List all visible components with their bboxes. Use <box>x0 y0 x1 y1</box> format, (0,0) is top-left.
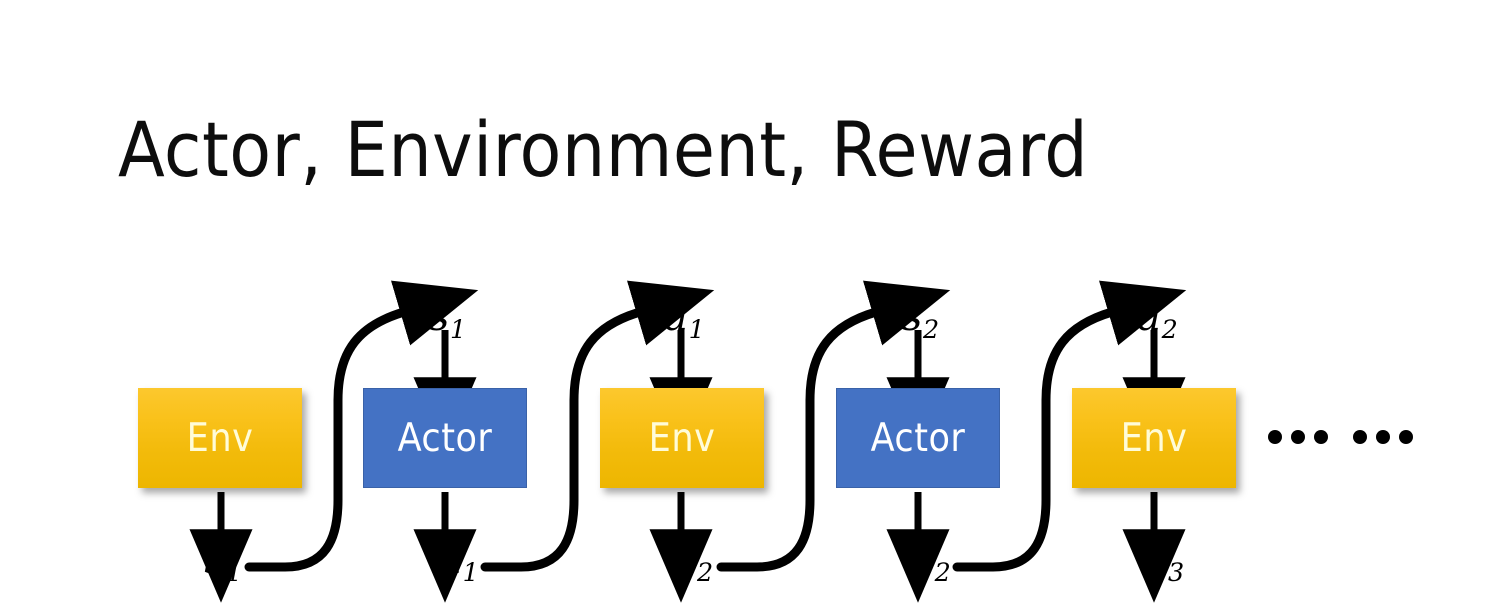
subscript: 1 <box>225 556 243 587</box>
subscript: 2 <box>1161 313 1178 344</box>
symbol: a <box>909 535 935 583</box>
symbol: s <box>675 535 697 583</box>
ellipsis-gap <box>1337 437 1344 438</box>
symbol: s <box>901 292 923 340</box>
ellipsis-dot <box>1353 430 1367 444</box>
subscript: 1 <box>688 313 705 344</box>
label-bottom-s3: s3 <box>1146 539 1184 585</box>
subscript: 2 <box>696 556 714 587</box>
ellipsis-dot <box>1291 430 1305 444</box>
vertical-arrows-into-boxes <box>413 330 1186 451</box>
node-box-env-3[interactable]: Env <box>1072 388 1236 488</box>
label-bottom-s2: s2 <box>675 539 713 585</box>
ellipsis-dot <box>1399 430 1413 444</box>
node-box-actor-2[interactable]: Actor <box>836 388 1000 488</box>
subscript: 1 <box>462 556 479 587</box>
subscript: 2 <box>922 313 940 344</box>
node-label: Actor <box>870 415 966 461</box>
vertical-arrows-out-of-boxes <box>189 492 1186 603</box>
page-title: Actor, Environment, Reward <box>118 105 1089 194</box>
ellipsis-dot <box>1376 430 1390 444</box>
ellipsis-dot <box>1314 430 1328 444</box>
label-bottom-a1: a1 <box>438 539 479 585</box>
node-box-actor-1[interactable]: Actor <box>363 388 527 488</box>
symbol: a <box>437 535 463 583</box>
label-top-s1: s1 <box>428 296 466 342</box>
label-bottom-a2: a2 <box>910 539 951 585</box>
label-bottom-s1: s1 <box>204 539 242 585</box>
symbol: s <box>1146 535 1168 583</box>
label-top-a1: a1 <box>664 296 705 342</box>
symbol: a <box>663 292 689 340</box>
label-top-a2: a2 <box>1137 296 1178 342</box>
node-label: Actor <box>397 415 493 461</box>
subscript: 2 <box>934 556 951 587</box>
symbol: a <box>1136 292 1162 340</box>
node-label: Env <box>1120 415 1188 461</box>
label-top-s2: s2 <box>901 296 939 342</box>
node-box-env-1[interactable]: Env <box>138 388 302 488</box>
node-box-env-2[interactable]: Env <box>600 388 764 488</box>
node-label: Env <box>186 415 254 461</box>
subscript: 1 <box>449 313 467 344</box>
symbol: s <box>428 292 450 340</box>
subscript: 3 <box>1167 556 1185 587</box>
ellipsis-dot <box>1268 430 1282 444</box>
symbol: s <box>204 535 226 583</box>
node-label: Env <box>648 415 716 461</box>
ellipsis-continuation <box>1268 430 1413 444</box>
